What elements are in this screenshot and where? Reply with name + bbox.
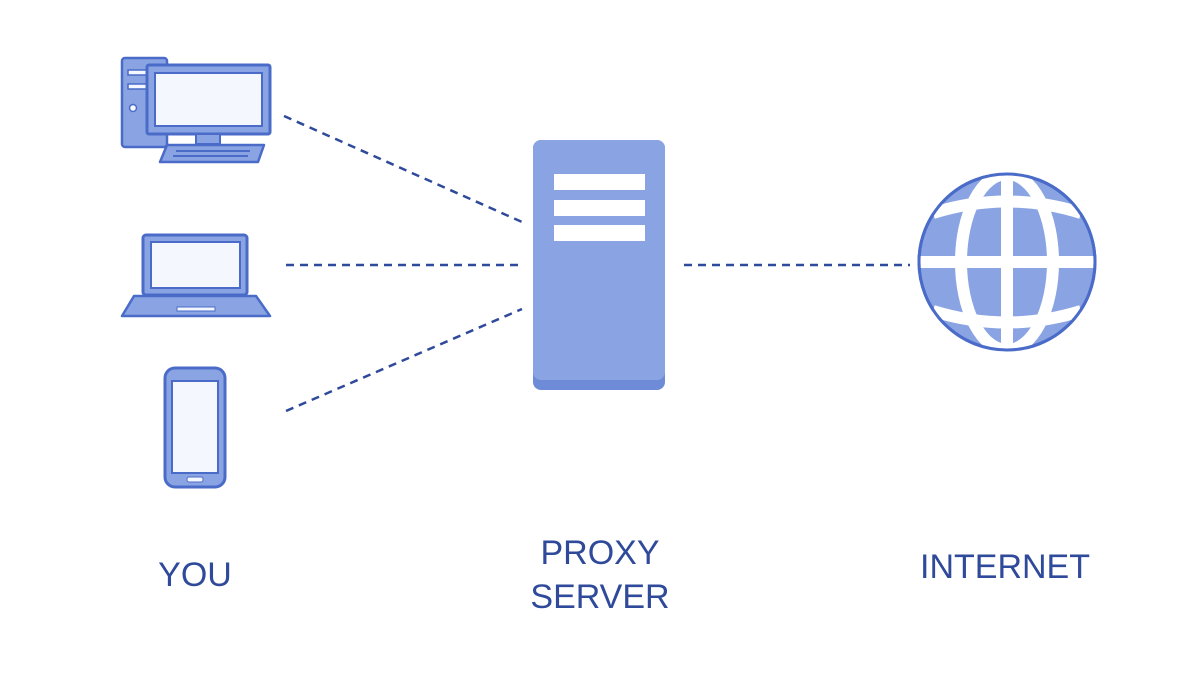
proxy-label-line-2: SERVER: [530, 578, 670, 616]
desktop-computer-icon: [120, 56, 272, 164]
phone-to-proxy-connector: [285, 307, 523, 413]
desktop-to-proxy-connector: [283, 114, 523, 224]
proxy-server-label: PROXY SERVER: [470, 531, 730, 619]
smartphone-icon: [163, 366, 227, 489]
you-label: YOU: [158, 556, 232, 594]
globe-icon: [917, 168, 1097, 356]
laptop-icon: [120, 233, 272, 318]
internet-label: INTERNET: [920, 548, 1090, 586]
connections: [283, 114, 910, 413]
proxy-server-icon: [533, 140, 665, 390]
proxy-label-line-1: PROXY: [540, 534, 660, 572]
